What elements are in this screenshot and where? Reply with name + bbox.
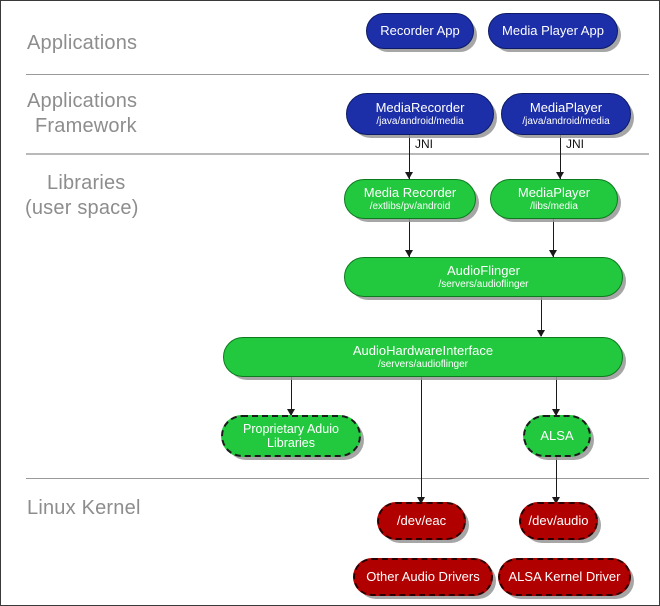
node-alsa[interactable]: ALSA xyxy=(523,415,591,457)
node-mediarecorder-framework[interactable]: MediaRecorder /java/android/media xyxy=(346,93,494,135)
node-media-player-app[interactable]: Media Player App xyxy=(488,13,618,49)
node-other-audio-drivers[interactable]: Other Audio Drivers xyxy=(353,558,493,596)
node-audioflinger-path: /servers/audioflinger xyxy=(438,279,529,291)
connector-audiohardwareinterface-to-proprietary xyxy=(291,377,292,415)
node-audiohardwareinterface-title: AudioHardwareInterface xyxy=(352,342,494,358)
node-mediarecorder-framework-title: MediaRecorder xyxy=(375,99,465,115)
node-audioflinger-title: AudioFlinger xyxy=(447,262,520,278)
layer-label-applications-framework-line2: Framework xyxy=(35,115,137,137)
node-media-player-library-path: /libs/media xyxy=(530,201,578,213)
node-recorder-app[interactable]: Recorder App xyxy=(366,13,474,49)
node-media-player-library-title: MediaPlayer xyxy=(517,184,591,200)
node-proprietary-audio-libraries-title: Proprietary Aduio xyxy=(243,422,339,436)
node-dev-eac-title: /dev/eac xyxy=(396,512,447,528)
arrowhead-media-recorder-to-audioflinger xyxy=(404,250,413,257)
connector-audioflinger-to-audiohardwareinterface xyxy=(541,297,542,336)
edge-label-jni-left: JNI xyxy=(415,137,433,151)
layer-label-libraries-line1: Libraries xyxy=(47,172,126,194)
node-mediaplayer-framework-path: /java/android/media xyxy=(522,116,610,128)
connector-audiohardwareinterface-to-dev-eac xyxy=(421,377,422,502)
connector-alsa-to-dev-audio xyxy=(556,457,557,502)
node-audiohardwareinterface[interactable]: AudioHardwareInterface /servers/audiofli… xyxy=(223,337,623,377)
node-alsa-kernel-driver-title: ALSA Kernel Driver xyxy=(508,568,621,584)
arrowhead-mediarecorder-jni xyxy=(404,172,413,179)
node-other-audio-drivers-title: Other Audio Drivers xyxy=(366,568,480,584)
node-audioflinger[interactable]: AudioFlinger /servers/audioflinger xyxy=(344,257,623,297)
node-proprietary-audio-libraries[interactable]: Proprietary Aduio Libraries xyxy=(221,415,361,457)
node-media-recorder-library[interactable]: Media Recorder /extlibs/pv/android xyxy=(344,179,476,219)
connector-mediaplayer-jni xyxy=(560,135,561,179)
node-media-recorder-library-title: Media Recorder xyxy=(363,184,457,200)
divider-applications-framework xyxy=(26,153,649,155)
node-media-player-app-title: Media Player App xyxy=(502,22,604,38)
layer-label-applications: Applications xyxy=(27,32,138,54)
arrowhead-mediaplayer-jni xyxy=(555,172,564,179)
node-dev-eac[interactable]: /dev/eac xyxy=(377,502,466,540)
connector-mediarecorder-jni xyxy=(409,135,410,179)
divider-linux-kernel xyxy=(26,478,649,479)
edge-label-jni-right: JNI xyxy=(566,137,584,151)
arrowhead-alsa-to-dev-audio xyxy=(551,497,560,504)
node-media-recorder-library-path: /extlibs/pv/android xyxy=(369,201,451,213)
arrowhead-audiohardwareinterface-to-proprietary xyxy=(286,409,295,416)
layer-label-applications-framework-line1: Applications xyxy=(27,90,138,112)
node-media-player-library[interactable]: MediaPlayer /libs/media xyxy=(490,179,618,219)
layer-label-linux-kernel: Linux Kernel xyxy=(27,497,141,519)
node-dev-audio-title: /dev/audio xyxy=(528,512,589,528)
connector-media-player-to-audioflinger xyxy=(553,219,554,257)
arrowhead-audiohardwareinterface-to-alsa xyxy=(551,409,560,416)
arrowhead-media-player-to-audioflinger xyxy=(548,250,557,257)
connector-media-recorder-to-audioflinger xyxy=(409,219,410,257)
node-audiohardwareinterface-path: /servers/audioflinger xyxy=(377,359,469,371)
connector-audiohardwareinterface-to-alsa xyxy=(556,377,557,415)
node-alsa-kernel-driver[interactable]: ALSA Kernel Driver xyxy=(498,558,631,596)
node-alsa-title: ALSA xyxy=(540,427,574,443)
node-mediaplayer-framework-title: MediaPlayer xyxy=(529,99,603,115)
node-mediarecorder-framework-path: /java/android/media xyxy=(376,116,464,128)
layer-label-libraries-line2: (user space) xyxy=(25,197,139,219)
arrowhead-audiohardwareinterface-to-dev-eac xyxy=(416,497,425,504)
node-mediaplayer-framework[interactable]: MediaPlayer /java/android/media xyxy=(501,93,631,135)
node-recorder-app-title: Recorder App xyxy=(380,22,460,38)
node-proprietary-audio-libraries-subtitle: Libraries xyxy=(267,436,315,450)
node-dev-audio[interactable]: /dev/audio xyxy=(519,502,598,540)
arrowhead-audioflinger-to-audiohardwareinterface xyxy=(536,330,545,337)
divider-applications xyxy=(26,74,649,75)
